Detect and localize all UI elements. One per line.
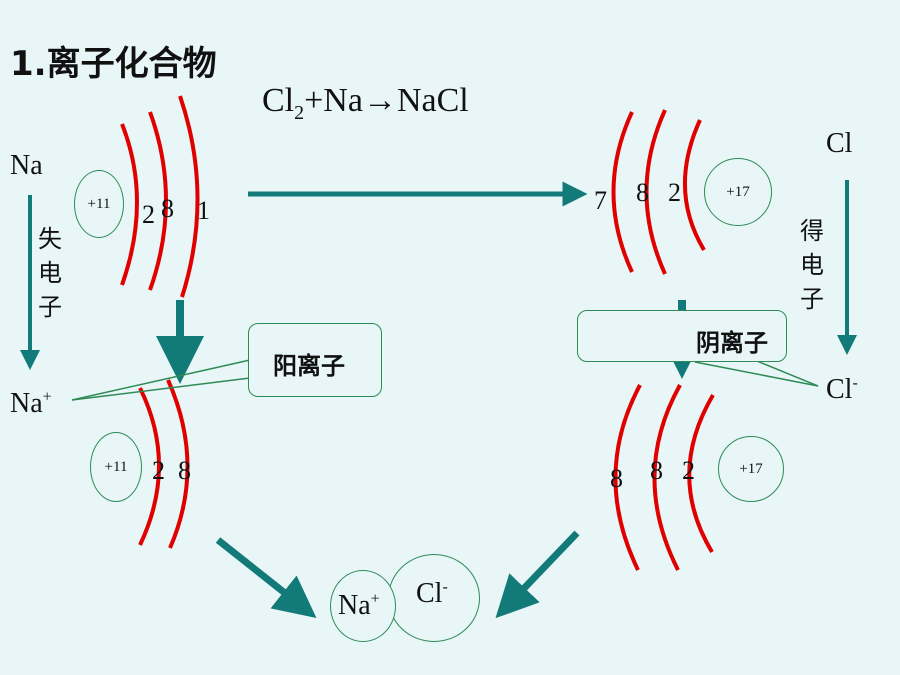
na-atom-shells (120, 95, 200, 298)
na-ion-symbol: Na+ (10, 388, 52, 420)
cl-shell-3 (683, 119, 706, 252)
na-ion-nucleus: +11 (90, 432, 142, 502)
cl-shell-1 (611, 111, 634, 273)
reaction-equation: Cl2+Na→NaCl (262, 82, 469, 125)
cl-ion-symbol: Cl- (826, 374, 858, 406)
equation-subscript: 2 (294, 101, 305, 124)
na-shell-count-1: 2 (142, 200, 155, 229)
cl-ion-nucleus: +17 (718, 436, 784, 502)
cl-nucleus-charge: +17 (726, 183, 750, 200)
equation-rest: +Na→NaCl (304, 82, 469, 119)
product-cation-text: Na (338, 590, 371, 621)
cl-ion-nucleus-charge: +17 (739, 460, 763, 477)
na-ion-nucleus-charge: +11 (104, 458, 128, 475)
na-ion-shells (138, 379, 190, 549)
cl-ion-shell-count-3: 2 (682, 456, 695, 485)
na-ion-shell-count-1: 2 (152, 456, 165, 485)
cl-ion-to-product-arrow (495, 530, 580, 619)
cl-shell-count-2: 8 (636, 178, 649, 207)
cl-symbol: Cl (826, 128, 853, 159)
na-ion-shell-2 (166, 379, 190, 549)
cl-ion-shells (613, 384, 715, 571)
na-shell-count-3: 1 (197, 196, 210, 225)
na-shell-3 (178, 95, 200, 298)
equation-cl: Cl (262, 82, 295, 119)
na-nucleus: +11 (74, 170, 124, 238)
cl-atom-shells (611, 109, 706, 275)
product-anion-label: Cl- (416, 578, 448, 610)
na-ion-shell-count-2: 8 (178, 456, 191, 485)
na-nucleus-charge: +11 (87, 195, 111, 212)
cl-shell-count-1: 7 (594, 186, 607, 215)
product-cation-circle (330, 570, 396, 642)
cl-ion-shell-3 (687, 393, 715, 554)
cl-ion-shell-count-1: 8 (610, 464, 623, 493)
cl-shell-2 (644, 109, 667, 275)
cation-callout: 阳离子 (248, 323, 382, 397)
cation-callout-pointer (71, 359, 251, 401)
cl-ion-symbol-text: Cl (826, 374, 853, 405)
product-anion-charge: - (442, 578, 448, 596)
na-process-label: 失电子 (38, 225, 62, 321)
product-cation-charge: + (370, 590, 380, 608)
na-symbol: Na (10, 150, 43, 181)
na-ion-symbol-text: Na (10, 388, 43, 419)
na-shell-1 (120, 123, 139, 286)
cl-ion-shell-1 (613, 384, 642, 571)
na-ion-shell-1 (138, 387, 161, 546)
na-shell-count-2: 8 (161, 194, 174, 223)
cl-ion-shell-2 (652, 384, 682, 571)
na-ion-to-product-arrow (215, 537, 317, 619)
cation-callout-label: 阳离子 (273, 352, 345, 380)
na-ion-charge: + (42, 388, 52, 406)
cl-nucleus: +17 (704, 158, 772, 226)
cl-ion-shell-count-2: 8 (650, 456, 663, 485)
product-cation-label: Na+ (338, 590, 380, 622)
anion-callout: 阴离子 (577, 310, 787, 362)
anion-callout-label: 阴离子 (696, 329, 768, 357)
product-anion-text: Cl (416, 578, 443, 609)
cl-ion-charge: - (852, 374, 858, 392)
page-title: 1.离子化合物 (10, 44, 217, 84)
cl-shell-count-3: 2 (668, 178, 681, 207)
na-shell-2 (148, 111, 168, 291)
cl-process-label: 得电子 (800, 217, 824, 313)
